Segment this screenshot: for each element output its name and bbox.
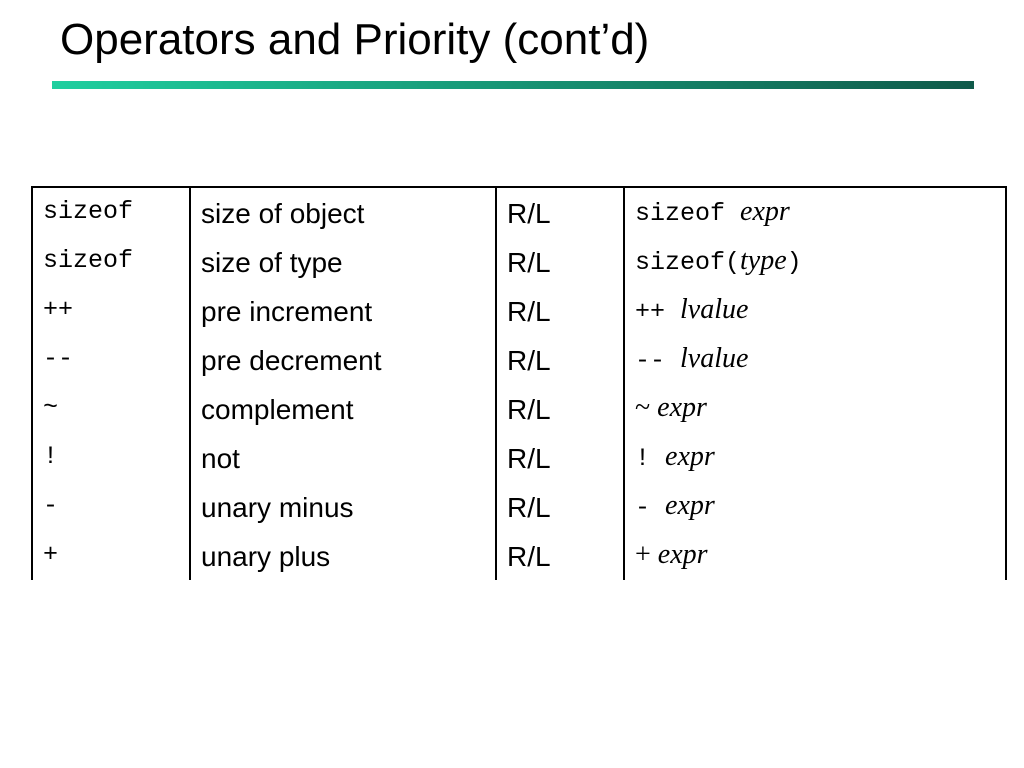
operator-description: pre decrement [201,345,382,376]
associativity-cell: R/L [495,531,625,580]
usage-part: expr [740,196,790,227]
operator-symbol: ~ [43,393,59,422]
description-cell: pre decrement [189,335,497,384]
usage-cell: -- lvalue [623,335,1007,384]
usage-expression: sizeof(type) [635,237,802,279]
usage-part: ! [635,444,666,473]
usage-expression: -- lvalue [635,335,748,377]
associativity-cell: R/L [495,384,625,433]
usage-cell: - expr [623,482,1007,531]
operator-description: complement [201,394,354,425]
associativity-value: R/L [507,296,551,327]
operator-cell: ~ [31,384,191,433]
usage-cell: ++ lvalue [623,286,1007,335]
table-row: -- pre decrement R/L -- lvalue [31,335,1007,384]
operator-symbol: sizeof [43,197,134,226]
usage-part: expr [657,392,707,423]
operator-description: unary minus [201,492,354,523]
table-row: ++ pre increment R/L ++ lvalue [31,286,1007,335]
operator-symbol: ! [43,442,59,471]
associativity-value: R/L [507,492,551,523]
operator-symbol: + [43,540,59,569]
usage-part: expr [665,441,715,472]
operator-description: pre increment [201,296,373,327]
usage-cell: ~ expr [623,384,1007,433]
operator-symbol: - [43,491,59,520]
operator-description: size of type [201,247,343,278]
operator-symbol: sizeof [43,246,134,275]
description-cell: unary minus [189,482,497,531]
usage-part: - [635,493,666,522]
operator-cell: + [31,531,191,580]
usage-part: lvalue [680,343,749,374]
usage-part: -- [635,346,681,375]
description-cell: size of object [189,186,497,237]
description-cell: complement [189,384,497,433]
usage-cell: sizeof expr [623,186,1007,237]
usage-expression: - expr [635,482,715,524]
usage-expression: ! expr [635,433,715,475]
associativity-cell: R/L [495,237,625,286]
description-cell: size of type [189,237,497,286]
description-cell: unary plus [189,531,497,580]
associativity-cell: R/L [495,433,625,482]
slide-title: Operators and Priority (cont’d) [60,15,650,64]
description-cell: not [189,433,497,482]
usage-expression: ++ lvalue [635,286,748,328]
operator-description: not [201,443,240,474]
operator-description: size of object [201,198,365,229]
usage-part: expr [665,490,715,521]
associativity-value: R/L [507,345,551,376]
associativity-value: R/L [507,541,551,572]
table-row: sizeof size of type R/L sizeof(type) [31,237,1007,286]
associativity-value: R/L [507,198,551,229]
usage-cell: ! expr [623,433,1007,482]
operator-cell: sizeof [31,237,191,286]
usage-part: ~ [635,392,658,423]
usage-part: expr [657,539,708,570]
usage-cell: sizeof(type) [623,237,1007,286]
operator-cell: ! [31,433,191,482]
operator-cell: -- [31,335,191,384]
description-cell: pre increment [189,286,497,335]
usage-part: + [635,539,658,570]
usage-part: type [740,245,787,276]
usage-expression: ~ expr [635,384,707,426]
associativity-cell: R/L [495,482,625,531]
associativity-cell: R/L [495,335,625,384]
usage-cell: + expr [623,531,1007,580]
associativity-value: R/L [507,394,551,425]
usage-expression: + expr [635,531,708,573]
title-underline [52,81,974,89]
operator-cell: - [31,482,191,531]
usage-part: sizeof( [635,248,741,277]
usage-part: sizeof [635,199,741,228]
associativity-cell: R/L [495,186,625,237]
table-row: sizeof size of object R/L sizeof expr [31,186,1007,237]
associativity-cell: R/L [495,286,625,335]
operator-cell: sizeof [31,186,191,237]
operator-symbol: -- [43,344,74,373]
table-row: + unary plus R/L + expr [31,531,1007,580]
operator-cell: ++ [31,286,191,335]
usage-part: lvalue [680,294,749,325]
usage-part: ) [786,248,802,277]
associativity-value: R/L [507,247,551,278]
table-row: - unary minus R/L - expr [31,482,1007,531]
usage-expression: sizeof expr [635,188,790,230]
associativity-value: R/L [507,443,551,474]
table-row: ~ complement R/L ~ expr [31,384,1007,433]
operator-symbol: ++ [43,295,74,324]
usage-part: ++ [635,297,681,326]
operator-description: unary plus [201,541,331,572]
